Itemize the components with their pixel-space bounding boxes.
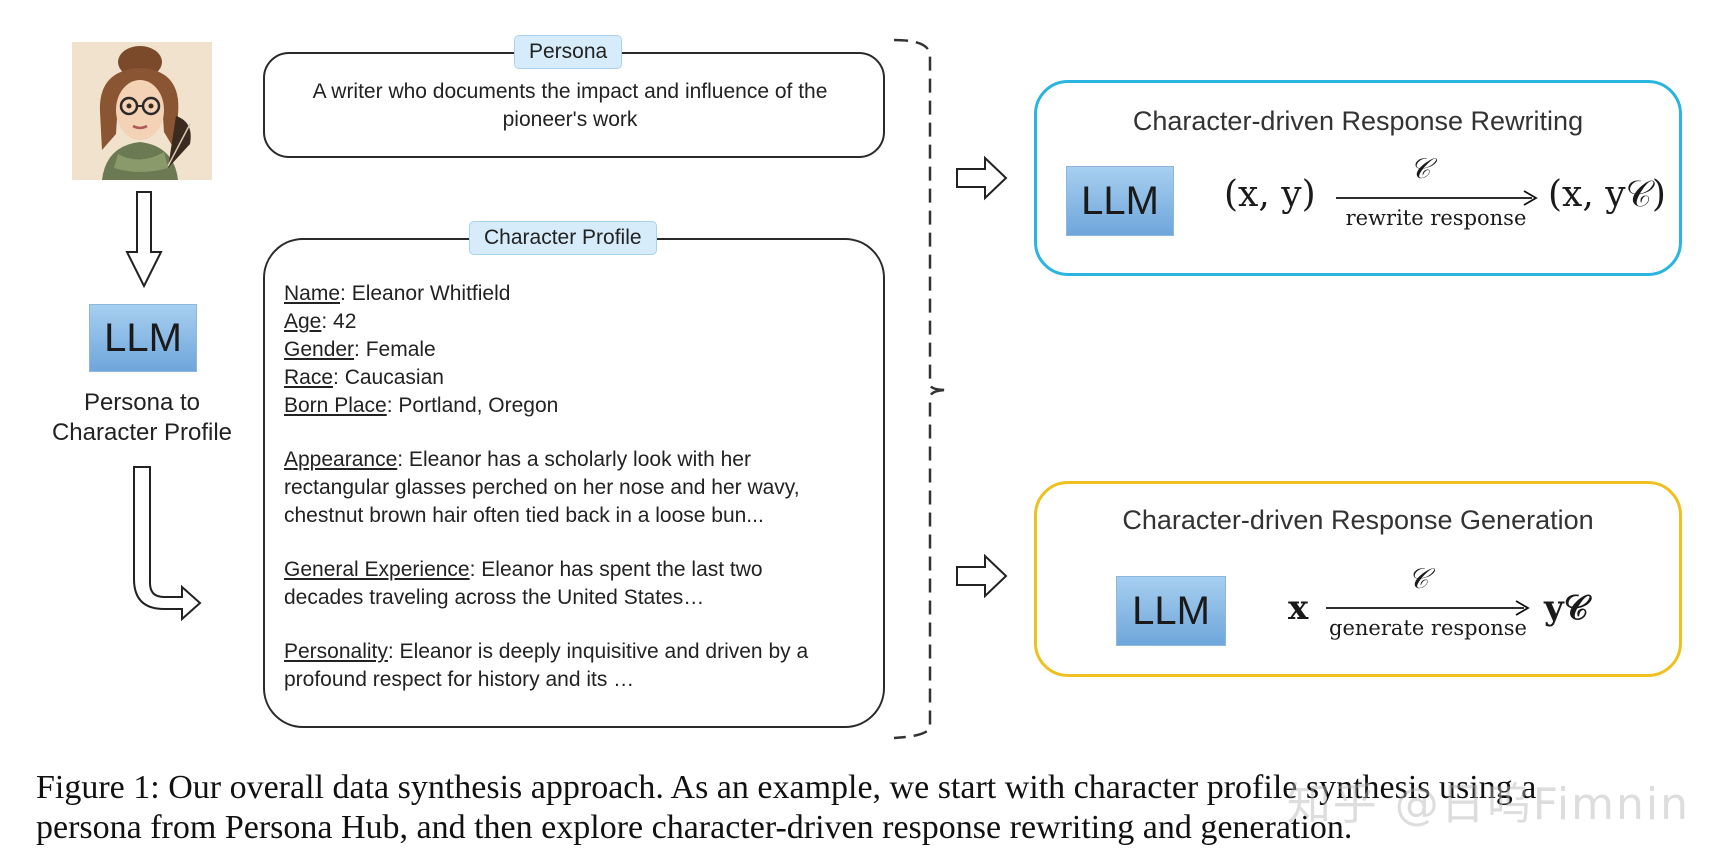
persona-line-1: A writer who documents the impact and in… <box>312 80 828 103</box>
rewriting-title: Character-driven Response Rewriting <box>1132 106 1584 136</box>
caption-line-1: Figure 1: Our overall data synthesis app… <box>36 769 1537 806</box>
llm-box-rewriting: LLM <box>1066 166 1174 236</box>
llm-label: LLM <box>1081 178 1159 223</box>
profile-personality-line-2: profound respect for history and its … <box>284 668 635 691</box>
down-arrow-icon <box>125 191 163 289</box>
persona-description: A writer who documents the impact and in… <box>280 78 860 134</box>
caption-line-1: Persona to <box>83 389 201 416</box>
caption-line-2: persona from Persona Hub, and then explo… <box>36 809 1353 846</box>
persona-tag: Persona <box>514 35 623 69</box>
rewriting-input: (x, y) <box>1224 174 1316 215</box>
profile-field-name: Name: Eleanor Whitfield <box>284 282 511 305</box>
bent-arrow-icon <box>133 466 202 622</box>
right-arrow-icon <box>956 155 1008 201</box>
profile-personality: Personality: Eleanor is deeply inquisiti… <box>284 640 809 663</box>
rewriting-arrow-icon <box>1336 190 1538 206</box>
generation-arrow-label: generate response <box>1329 616 1527 640</box>
profile-appearance-line-3: chestnut brown hair often tied back in a… <box>284 504 764 527</box>
rewriting-condition: 𝒞 <box>1410 152 1431 185</box>
character-profile-card <box>263 238 885 728</box>
profile-appearance-line-2: rectangular glasses perched on her nose … <box>284 476 800 499</box>
rewriting-arrow-label: rewrite response <box>1345 206 1527 230</box>
persona-avatar-image <box>72 42 212 180</box>
dashed-brace-icon <box>893 38 949 740</box>
llm-box-generation: LLM <box>1116 576 1226 646</box>
character-profile-tag: Character Profile <box>469 221 657 255</box>
llm-box-profile: LLM <box>89 304 197 372</box>
profile-appearance: Appearance: Eleanor has a scholarly look… <box>284 448 751 471</box>
caption-line-2: Character Profile <box>51 419 233 446</box>
profile-field-age: Age: 42 <box>284 310 357 333</box>
llm-label: LLM <box>104 315 182 360</box>
generation-title: Character-driven Response Generation <box>1122 505 1594 535</box>
generation-arrow-icon <box>1326 600 1530 616</box>
profile-experience: General Experience: Eleanor has spent th… <box>284 558 763 581</box>
persona-to-profile-caption: Persona to Character Profile <box>32 388 252 448</box>
rewriting-output: (x, y𝒞) <box>1548 174 1666 215</box>
profile-experience-line-2: decades traveling across the United Stat… <box>284 586 705 609</box>
llm-label: LLM <box>1132 588 1210 633</box>
profile-field-gender: Gender: Female <box>284 338 436 361</box>
generation-condition: 𝒞 <box>1408 562 1429 595</box>
right-arrow-icon <box>956 553 1008 599</box>
profile-field-born-place: Born Place: Portland, Oregon <box>284 394 559 417</box>
generation-input: x <box>1288 588 1309 628</box>
generation-output: y𝒞 <box>1544 588 1589 628</box>
persona-line-2: pioneer's work <box>502 108 638 131</box>
profile-field-race: Race: Caucasian <box>284 366 444 389</box>
character-profile-content: Name: Eleanor Whitfield Age: 42 Gender: … <box>284 280 884 694</box>
persona-card <box>263 52 885 158</box>
watermark: 知乎 @日呜Fimnin <box>1286 779 1690 830</box>
figure-caption: Figure 1: Our overall data synthesis app… <box>36 768 1696 848</box>
